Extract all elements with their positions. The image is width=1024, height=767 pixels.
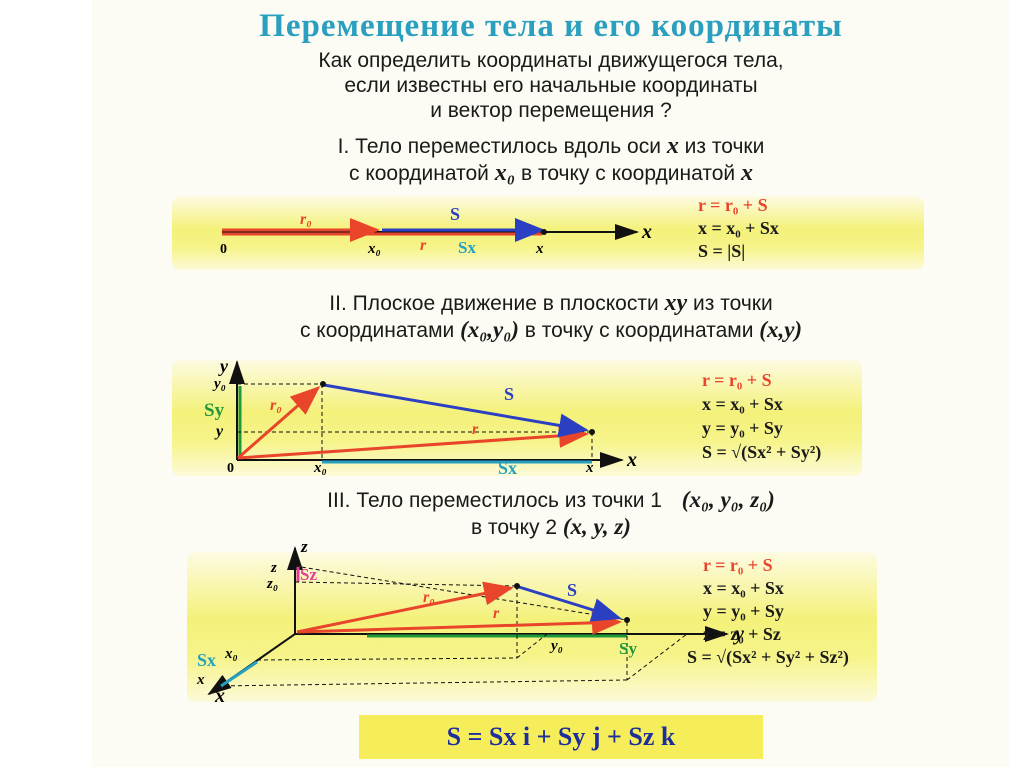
r-label: r xyxy=(420,237,427,254)
section2-diagram: y y₀ y Sy 0 x₀ x x Sx r₀ r S xyxy=(204,356,637,476)
x-axis-label: x xyxy=(626,449,637,471)
s-label: S xyxy=(504,384,514,404)
sx-label: Sx xyxy=(458,238,476,257)
sx-vector xyxy=(220,660,258,688)
section2-formulas: r = r₀ + S x = x₀ + Sx y = y₀ + Sy S = √… xyxy=(702,368,821,464)
section1-diagram: 0 x₀ x x r₀ r S Sx xyxy=(220,204,652,257)
formula-s: S = |S| xyxy=(698,241,746,261)
bottom-formula: S = Sx i + Sy j + Sz k xyxy=(446,722,676,751)
origin-label: 0 xyxy=(227,461,234,476)
x-label: x xyxy=(585,460,594,476)
sy-label: Sy xyxy=(204,400,225,421)
z-label: z xyxy=(270,560,277,576)
formula-s: S = √(Sx² + Sy²) xyxy=(702,442,822,462)
formula-z: z = z₀ + Sz xyxy=(703,624,781,644)
formula-r: r = r₀ + S xyxy=(702,370,772,390)
r-vector xyxy=(296,610,622,635)
r-label: r xyxy=(472,421,479,438)
y0-label: y₀ xyxy=(212,376,226,392)
origin-label: 0 xyxy=(220,242,227,257)
y0-label: y₀ xyxy=(549,638,563,654)
formula-y: y = y₀ + Sy xyxy=(703,601,784,621)
r0-label: r₀ xyxy=(300,211,312,228)
section3-heading: III. Тело переместилось из точки 1 (x₀, … xyxy=(327,487,775,539)
s-vector xyxy=(518,585,622,622)
x-label: x xyxy=(196,672,205,688)
sx-label: Sx xyxy=(197,650,216,670)
section3-formulas: r = r₀ + S x = x₀ + Sx y = y₀ + Sy z = z… xyxy=(687,554,849,669)
y-label: y xyxy=(214,423,224,440)
formula-x: x = x₀ + Sx xyxy=(698,218,779,238)
bottom-formula-box xyxy=(359,715,763,759)
section1-formulas: r = r₀ + S x = x₀ + Sx S = |S| xyxy=(698,194,779,263)
z0-label: z₀ xyxy=(266,576,278,592)
y-axis-label: y xyxy=(733,623,744,645)
section3-diagram: z z z₀ Sz y y₀ Sy x₀ Sx x x r₀ r S xyxy=(196,538,744,706)
sx-label: Sx xyxy=(498,458,517,476)
x-label: x xyxy=(535,241,544,257)
formula-r: r = r₀ + S xyxy=(703,555,773,575)
x0-label: x₀ xyxy=(367,241,381,257)
s-vector xyxy=(323,383,589,438)
formula-s: S = √(Sx² + Sy² + Sz²) xyxy=(687,647,849,667)
question-text: Как определить координаты движущегося те… xyxy=(318,49,784,122)
formula-x: x = x₀ + Sx xyxy=(703,578,784,598)
x0-label: x₀ xyxy=(313,460,327,476)
x0-label: x₀ xyxy=(224,646,238,662)
z-axis-label: z xyxy=(300,538,308,556)
r0-vector xyxy=(237,386,321,460)
r0-label: r₀ xyxy=(270,397,282,414)
formula-x: x = x₀ + Sx xyxy=(702,394,783,414)
end-point xyxy=(541,229,547,235)
formula-r: r = r₀ + S xyxy=(698,195,768,215)
slide-title: Перемещение тела и его координаты xyxy=(259,8,843,44)
r-label: r xyxy=(493,605,500,622)
section3-band xyxy=(187,552,877,702)
section2-heading: II. Плоское движение в плоскости xy из т… xyxy=(299,290,803,342)
section1-heading: I. Тело переместилось вдоль оси x из точ… xyxy=(337,133,765,186)
r-vector xyxy=(237,423,589,460)
y-axis-label: y xyxy=(218,356,229,376)
s-label: S xyxy=(450,204,460,224)
slide: Перемещение тела и его координаты Как оп… xyxy=(92,0,1010,767)
sz-label: Sz xyxy=(300,565,317,584)
axis-label: x xyxy=(641,221,652,243)
r0-label: r₀ xyxy=(423,589,435,606)
formula-y: y = y₀ + Sy xyxy=(702,418,783,438)
s-label: S xyxy=(567,580,577,600)
r0-vector xyxy=(296,581,514,634)
x-axis-label: x xyxy=(214,685,225,706)
sy-label: Sy xyxy=(619,639,637,658)
